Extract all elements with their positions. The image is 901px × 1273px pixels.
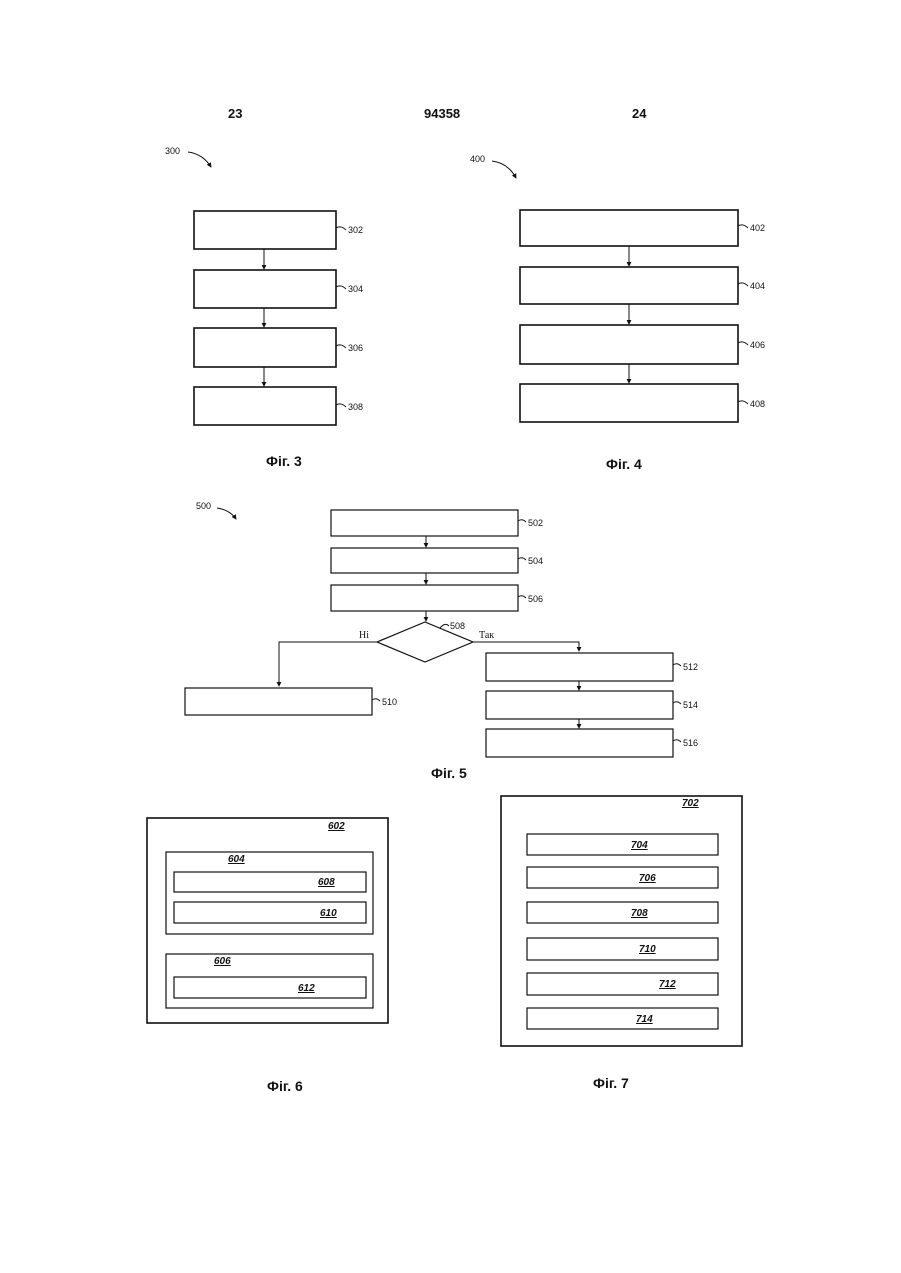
fig3-leader (336, 286, 346, 289)
fig7-item-label: 710 (639, 944, 656, 955)
fig6-item-box (174, 872, 366, 892)
fig6-outer-label: 602 (328, 821, 345, 832)
fig4-step-label: 408 (750, 399, 765, 409)
fig5-no-arrow (279, 642, 377, 686)
fig3-step-label: 304 (348, 284, 363, 294)
fig4-ref-arrow (492, 161, 516, 178)
fig5-no-branch-box (185, 688, 372, 715)
fig4-caption: Фiг. 4 (606, 456, 642, 472)
fig7-item-box (527, 973, 718, 995)
fig5-yes-branch-box (486, 691, 673, 719)
fig4-leader (738, 401, 748, 404)
fig4-step-box (520, 325, 738, 364)
fig5-leader (673, 702, 681, 704)
fig7-item-box (527, 902, 718, 923)
fig7-item-box (527, 834, 718, 855)
fig7-item-box (527, 867, 718, 888)
fig5-yes-branch-label: 516 (683, 738, 698, 748)
fig5-decision-label: 508 (450, 621, 465, 631)
figure-3: 300 302 304 306 308 Фiг. 3 (165, 146, 363, 469)
fig4-leader (738, 342, 748, 345)
fig3-ref-arrow (188, 152, 211, 167)
fig7-outer-label: 702 (682, 798, 699, 809)
fig4-leader (738, 225, 748, 228)
fig6-item-label: 610 (320, 908, 337, 919)
fig7-item-label: 708 (631, 908, 648, 919)
fig7-item-label: 712 (659, 979, 676, 990)
fig4-step-label: 402 (750, 223, 765, 233)
fig3-leader (336, 227, 346, 230)
fig3-caption: Фiг. 3 (266, 453, 302, 469)
fig5-yes-branch-box (486, 729, 673, 757)
fig5-ref-label: 500 (196, 501, 211, 511)
fig3-step-box (194, 270, 336, 308)
fig7-item-label: 714 (636, 1014, 653, 1025)
fig3-leader (336, 404, 346, 407)
fig5-leader (518, 520, 526, 522)
fig4-ref-label: 400 (470, 154, 485, 164)
fig5-caption: Фiг. 5 (431, 765, 467, 781)
fig3-step-label: 306 (348, 343, 363, 353)
fig5-yes-branch-box (486, 653, 673, 681)
fig4-step-label: 404 (750, 281, 765, 291)
figure-5: 500 502 504 506 508 Нi Так 510 (185, 501, 698, 781)
fig3-step-box (194, 328, 336, 367)
fig6-group-label: 604 (228, 854, 245, 865)
figure-7: 702 704 706 708 710 712 714 Фiг. 7 (501, 796, 742, 1091)
fig3-step-box (194, 387, 336, 425)
fig5-step-label: 506 (528, 594, 543, 604)
fig5-no-label: Нi (359, 630, 369, 641)
fig5-step-box (331, 510, 518, 536)
fig5-leader (372, 699, 380, 701)
fig3-step-box (194, 211, 336, 249)
fig4-step-box (520, 384, 738, 422)
fig4-step-box (520, 267, 738, 304)
fig5-step-box (331, 585, 518, 611)
fig5-yes-branch-label: 514 (683, 700, 698, 710)
fig5-step-box (331, 548, 518, 573)
fig7-item-label: 706 (639, 873, 656, 884)
fig5-leader (518, 558, 526, 560)
fig6-item-label: 612 (298, 983, 315, 994)
fig5-step-label: 502 (528, 518, 543, 528)
fig6-caption: Фiг. 6 (267, 1078, 303, 1094)
fig5-leader (673, 664, 681, 666)
fig4-step-box (520, 210, 738, 246)
fig7-item-label: 704 (631, 840, 648, 851)
fig5-yes-arrow (473, 642, 579, 651)
fig6-item-box (174, 902, 366, 923)
fig3-step-label: 302 (348, 225, 363, 235)
fig7-item-box (527, 938, 718, 960)
fig7-item-box (527, 1008, 718, 1029)
fig5-leader (440, 624, 449, 628)
fig5-yes-branch-label: 512 (683, 662, 698, 672)
fig4-step-label: 406 (750, 340, 765, 350)
fig5-ref-arrow (217, 508, 236, 519)
fig6-group-label: 606 (214, 956, 231, 967)
fig3-leader (336, 345, 346, 348)
fig7-caption: Фiг. 7 (593, 1075, 629, 1091)
fig3-step-label: 308 (348, 402, 363, 412)
fig3-ref-label: 300 (165, 146, 180, 156)
fig5-leader (673, 740, 681, 742)
fig5-step-label: 504 (528, 556, 543, 566)
fig6-item-label: 608 (318, 877, 335, 888)
fig6-item-box (174, 977, 366, 998)
figure-4: 400 402 404 406 408 Фiг. 4 (470, 154, 765, 472)
fig4-leader (738, 283, 748, 286)
fig5-no-branch-label: 510 (382, 697, 397, 707)
fig5-yes-label: Так (479, 630, 494, 641)
fig5-leader (518, 596, 526, 598)
figure-6: 602 604 608 610 606 612 Фiг. 6 (147, 818, 388, 1094)
